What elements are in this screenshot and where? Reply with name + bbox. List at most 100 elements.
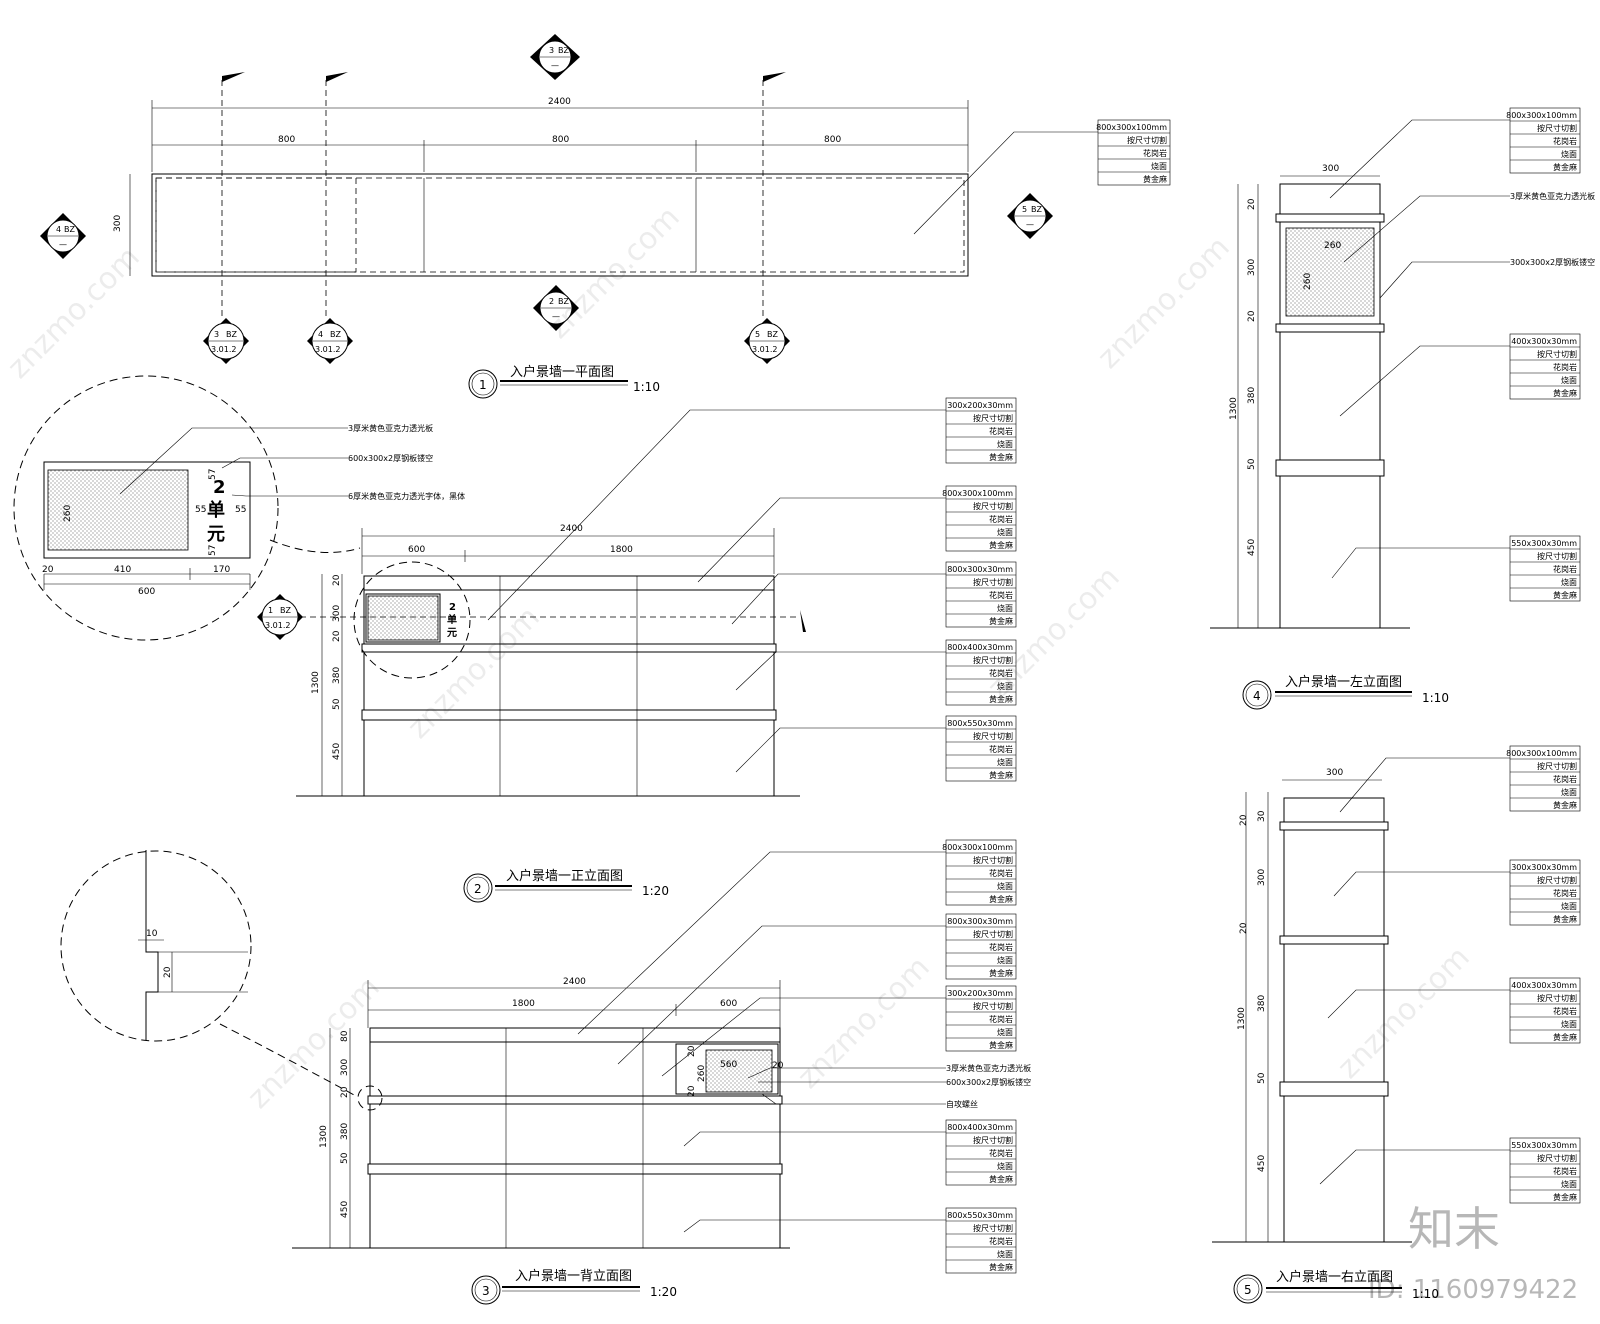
dim-front-1300: 1300 (311, 671, 321, 694)
marker-num: 5 (1022, 205, 1027, 214)
marker-num: 4 (56, 225, 61, 234)
material-tag-row: 花岗岩 (989, 514, 1013, 524)
dim-back-300: 300 (340, 1059, 350, 1076)
dim-detail-600: 600 (138, 587, 155, 597)
material-tag-row: 按尺寸切割 (1127, 135, 1167, 145)
title-scale: 1:10 (633, 380, 660, 394)
dim-left-20a: 20 (1247, 198, 1257, 210)
title-name: 入户景墙一正立面图 (506, 868, 623, 884)
material-tag-row: 按尺寸切割 (1537, 1153, 1577, 1163)
material-tag-row: 黄金麻 (1553, 1032, 1577, 1042)
material-tag-row: 800x400x30mm (947, 1123, 1013, 1132)
dim-right-30: 30 (1257, 810, 1267, 822)
dim-front-total: 2400 (560, 524, 583, 534)
dim-left-300: 300 (1322, 164, 1339, 174)
dim-back-80: 80 (340, 1030, 350, 1042)
material-tag-row: 黄金麻 (989, 694, 1013, 704)
section-marker-1-ref[interactable]: 1 BZ 3.01.2 (257, 594, 303, 640)
title-front: 2 入户景墙一正立面图 1:20 (463, 868, 669, 903)
material-tag-row: 按尺寸切割 (973, 1135, 1013, 1145)
material-tag-row: 烧面 (1561, 1019, 1577, 1029)
dim-left-1300: 1300 (1229, 397, 1239, 420)
material-tag-row: 按尺寸切割 (973, 1001, 1013, 1011)
section-marker-5-ref[interactable]: 5 BZ 3.01.2 (744, 318, 790, 364)
material-tag-row: 按尺寸切割 (1537, 349, 1577, 359)
marker-dash: — (552, 312, 560, 321)
section-marker-4-left[interactable]: 4 BZ — (40, 213, 86, 259)
title-scale: 1:20 (650, 1285, 677, 1299)
section-marker-4-ref[interactable]: 4 BZ 3.01.2 (307, 318, 353, 364)
section-marker-5-right[interactable]: 5 BZ — (1007, 193, 1053, 239)
title-num: 1 (479, 378, 487, 392)
material-tag-row: 花岗岩 (1553, 1166, 1577, 1176)
material-tag-row: 烧面 (1561, 901, 1577, 911)
section-marker-3-top[interactable]: 3 BZ — (530, 34, 580, 80)
material-tag-row: 花岗岩 (1553, 1006, 1577, 1016)
section-marker-3-ref[interactable]: 3 BZ 3.01.2 (203, 318, 249, 364)
dim-detail-170: 170 (213, 565, 230, 575)
dim-left-450: 450 (1247, 539, 1257, 556)
dim-right-20a: 20 (1239, 814, 1249, 826)
material-tag-row: 花岗岩 (1143, 148, 1167, 158)
marker-ref: 3.01.2 (211, 345, 236, 354)
dim-back-50: 50 (340, 1152, 350, 1164)
dim-back-1300: 1300 (319, 1125, 329, 1148)
title-scale: 1:10 (1422, 691, 1449, 705)
dim-back-450: 450 (340, 1201, 350, 1218)
left-elevation: 300 1300 20 300 20 380 50 450 260 260 (1210, 119, 1510, 629)
material-tag-row: 按尺寸切割 (973, 413, 1013, 423)
note-steel-1: 600x300x2厚钢板镂空 (348, 453, 433, 463)
dim-detail-20b: 20 (163, 966, 173, 978)
dim-back-20c: 20 (772, 1061, 784, 1071)
marker-dash: — (59, 240, 67, 249)
material-tag-row: 花岗岩 (989, 590, 1013, 600)
material-tag-row: 800x400x30mm (947, 643, 1013, 652)
dim-front-380: 380 (332, 667, 342, 684)
material-tag-row: 烧面 (997, 1249, 1013, 1259)
dim-detail-260: 260 (63, 505, 73, 522)
dim-detail-55b: 55 (235, 505, 246, 515)
dim-front-20a: 20 (332, 574, 342, 586)
marker-dash: — (1026, 220, 1034, 229)
material-tag-row: 花岗岩 (1553, 774, 1577, 784)
dim-left-50: 50 (1247, 458, 1257, 470)
detail-unit-char-2: 单 (207, 499, 225, 521)
right-elevation: 300 1300 30 20 300 20 380 50 450 (1212, 757, 1510, 1243)
material-tag-row: 800x300x30mm (947, 565, 1013, 574)
material-tag-row: 烧面 (1151, 161, 1167, 171)
material-tag-row: 800x300x30mm (947, 917, 1013, 926)
material-tag-row: 300x200x30mm (947, 989, 1013, 998)
material-tag-row: 烧面 (1561, 375, 1577, 385)
material-tag-row: 烧面 (997, 1161, 1013, 1171)
note-screw: 自攻螺丝 (946, 1099, 978, 1109)
title-name: 入户景墙一左立面图 (1285, 674, 1402, 690)
detail-unit-char-3: 元 (207, 524, 225, 545)
material-tag-row: 按尺寸切割 (973, 855, 1013, 865)
front-unit-char-3: 元 (447, 627, 457, 639)
dim-detail-55a: 55 (195, 505, 206, 515)
material-tag-row: 黄金麻 (1553, 914, 1577, 924)
dim-back-20a: 20 (687, 1045, 697, 1057)
detail-unit-char-1: 2 (213, 477, 226, 498)
section-marker-2-bottom[interactable]: 2 BZ — (533, 285, 579, 331)
note-acrylic-2: 3厚米黄色亚克力透光板 (946, 1063, 1031, 1073)
material-tag-row: 烧面 (1561, 149, 1577, 159)
dim-back-1800: 1800 (512, 999, 535, 1009)
back-elevation: 2400 1800 600 1300 80 300 20 380 50 450 … (292, 851, 946, 1249)
marker-bz: BZ (767, 330, 778, 339)
dim-left-260v: 260 (1303, 273, 1313, 290)
detail-circle-back: 10 20 (60, 850, 357, 1097)
title-name: 入户景墙一平面图 (510, 364, 614, 380)
watermark-text: znzmo.com (791, 950, 937, 1096)
